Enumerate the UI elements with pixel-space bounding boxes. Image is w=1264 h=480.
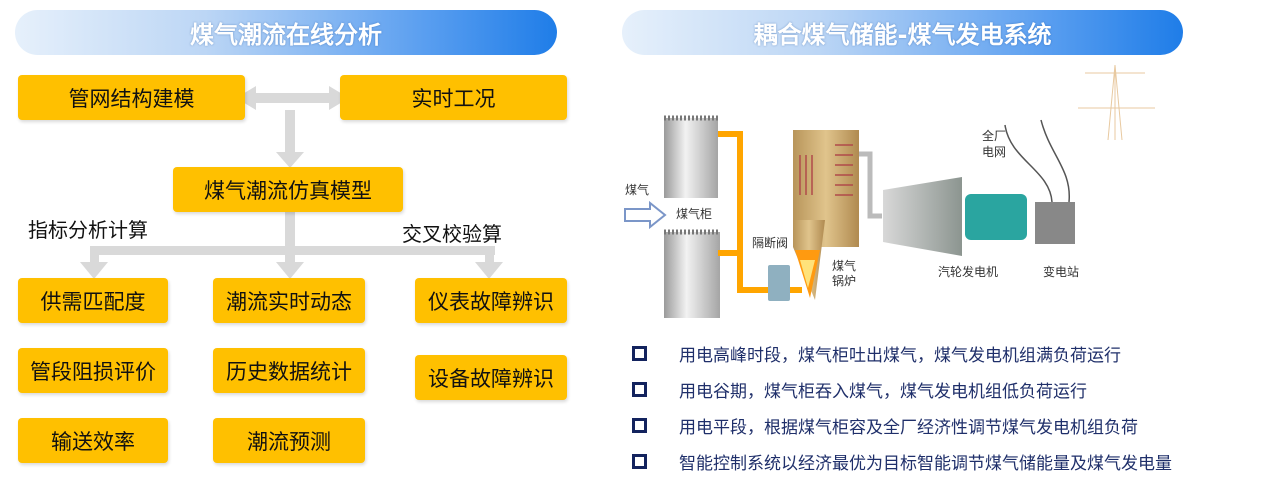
label-gas: 煤气 [625, 182, 649, 197]
valve-icon [768, 265, 790, 301]
label-turbine-generator: 汽轮发电机 [938, 264, 998, 279]
square-bullet-icon [632, 418, 647, 433]
down-arrow-mid [276, 246, 304, 279]
bullet-item: 用电平段，根据煤气柜容及全厂经济性调节煤气发电机组负荷 [632, 413, 1138, 438]
box-realtime-conditions: 实时工况 [340, 75, 567, 120]
bullet-text: 用电平段，根据煤气柜容及全厂经济性调节煤气发电机组负荷 [679, 418, 1138, 438]
bullet-item: 用电谷期，煤气柜吞入煤气，煤气发电机组低负荷运行 [632, 377, 1087, 402]
bullet-item: 用电高峰时段，煤气柜吐出煤气，煤气发电机组满负荷运行 [632, 341, 1121, 366]
down-arrow-left [80, 246, 108, 279]
gas-pipe [718, 131, 802, 293]
down-arrow-center [276, 110, 304, 168]
left-panel-title: 煤气潮流在线分析 [15, 10, 557, 55]
gas-inlet-arrow-icon [624, 200, 667, 230]
steam-pipe [859, 151, 882, 219]
turbine-icon [883, 177, 962, 256]
power-line [1004, 119, 1070, 203]
box-flow-forecast: 潮流预测 [213, 418, 365, 463]
label-boiler-2: 锅炉 [832, 273, 856, 288]
box-simulation-model: 煤气潮流仿真模型 [173, 167, 403, 212]
gas-power-diagram: 煤气 煤气柜 隔断阀 煤气 锅炉 汽轮发电机 变电站 全厂 电网 [624, 64, 1155, 318]
label-grid-1: 全厂 [982, 128, 1006, 143]
bullet-text: 智能控制系统以经济最优为目标智能调节煤气储能量及煤气发电量 [679, 454, 1172, 474]
box-equipment-fault: 设备故障辨识 [415, 355, 567, 400]
square-bullet-icon [632, 382, 647, 397]
branch-stem [285, 212, 295, 252]
bullet-text: 用电高峰时段，煤气柜吐出煤气，煤气发电机组满负荷运行 [679, 346, 1121, 366]
right-panel-title: 耦合煤气储能-煤气发电系统 [622, 10, 1183, 55]
square-bullet-icon [632, 454, 647, 469]
label-boiler-1: 煤气 [832, 258, 856, 273]
box-instrument-fault: 仪表故障辨识 [415, 278, 567, 323]
bullet-item: 智能控制系统以经济最优为目标智能调节煤气储能量及煤气发电量 [632, 449, 1172, 474]
box-history-stats: 历史数据统计 [213, 348, 365, 393]
box-pipe-loss: 管段阻损评价 [18, 348, 168, 393]
gas-holder-icon [664, 115, 720, 318]
down-arrow-right [475, 246, 503, 279]
bullet-text: 用电谷期，煤气柜吞入煤气，煤气发电机组低负荷运行 [679, 382, 1087, 402]
box-supply-demand: 供需匹配度 [18, 278, 168, 323]
label-gas-holder: 煤气柜 [676, 206, 712, 221]
box-network-modeling: 管网结构建模 [18, 75, 245, 120]
label-cross-check: 交叉校验算 [402, 222, 502, 246]
label-grid-2: 电网 [982, 145, 1006, 159]
double-arrow [236, 86, 349, 110]
box-efficiency: 输送效率 [18, 418, 168, 463]
square-bullet-icon [632, 346, 647, 361]
boiler-icon [793, 130, 859, 300]
label-index-analysis: 指标分析计算 [28, 218, 148, 242]
power-tower-icon [1078, 64, 1155, 141]
label-valve: 隔断阀 [752, 235, 788, 250]
transformer-icon [1035, 202, 1075, 244]
flow-arrows [80, 86, 503, 279]
box-realtime-flow: 潮流实时动态 [213, 278, 365, 323]
generator-icon [965, 194, 1027, 240]
label-substation: 变电站 [1043, 264, 1079, 279]
